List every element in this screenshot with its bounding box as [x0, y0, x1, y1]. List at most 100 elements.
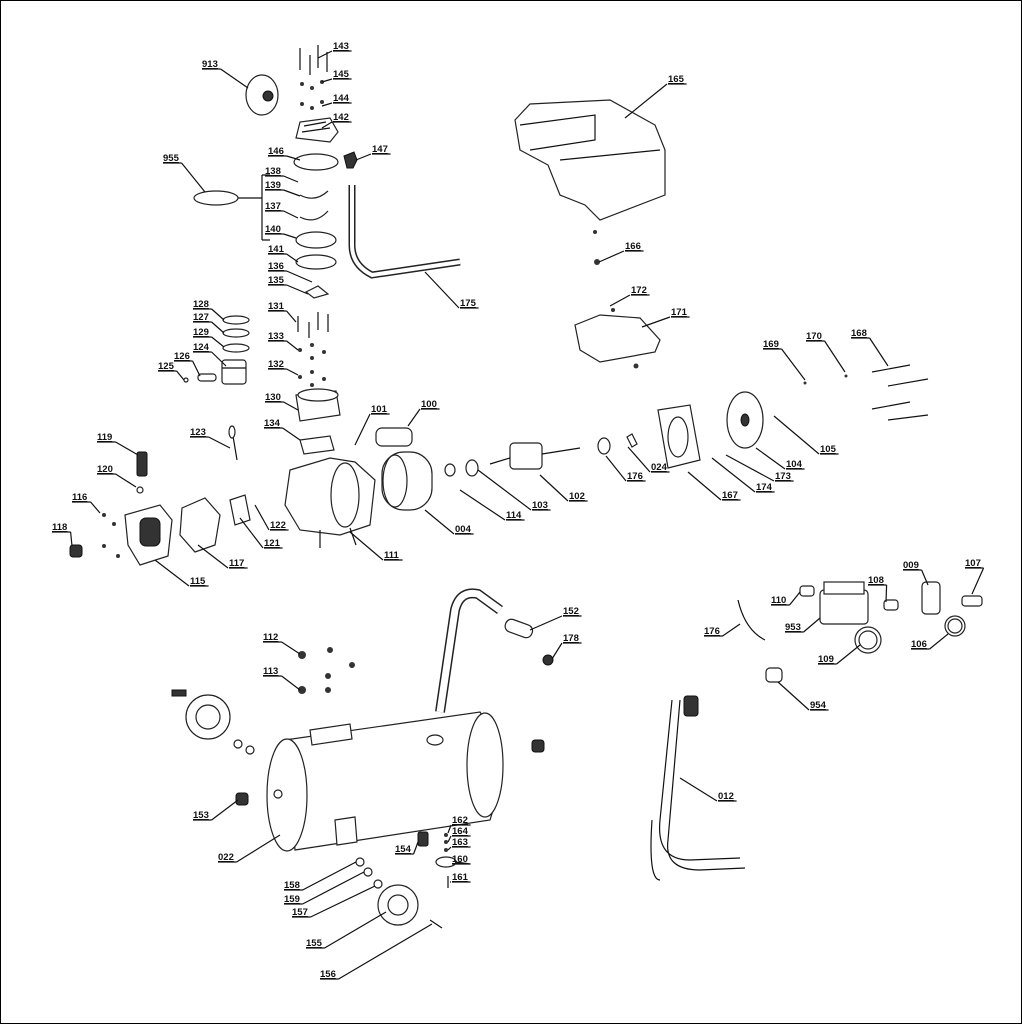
leader-line-147 — [355, 153, 391, 161]
part-103-114-bearings — [444, 459, 479, 477]
leader-line-113 — [263, 675, 301, 691]
leader-line-102 — [539, 474, 588, 502]
leader-line-156 — [320, 923, 433, 980]
part-156-axle-bolt — [429, 919, 443, 929]
part-label-127: 127 — [193, 312, 209, 323]
part-145-144-washers — [300, 80, 324, 110]
leader-line-135 — [268, 284, 309, 295]
leader-line-107 — [965, 567, 985, 595]
leader-line-162 — [447, 824, 471, 834]
part-label-155: 155 — [306, 938, 323, 949]
part-154-drain — [417, 831, 429, 847]
leader-line-954 — [777, 681, 829, 711]
part-102-rotor — [489, 442, 581, 470]
part-121-bracket — [229, 494, 251, 526]
part-165-shroud — [514, 99, 666, 221]
leader-line-953 — [785, 617, 821, 633]
part-111-crankcase — [284, 457, 376, 548]
leader-line-024 — [627, 446, 670, 473]
part-label-166: 166 — [625, 241, 641, 252]
part-130-cylinder — [295, 388, 341, 422]
part-label-105: 105 — [820, 444, 837, 455]
part-label-135: 135 — [268, 275, 285, 286]
leader-line-143 — [317, 50, 352, 59]
part-label-146: 146 — [268, 146, 284, 157]
leader-line-160 — [452, 861, 471, 865]
part-123-dipstick — [228, 425, 238, 461]
leader-line-105 — [773, 415, 839, 455]
part-label-152: 152 — [563, 606, 579, 617]
part-label-009: 009 — [903, 560, 919, 571]
leader-line-158 — [284, 861, 357, 891]
part-label-113: 113 — [263, 666, 278, 677]
part-label-147: 147 — [372, 144, 388, 155]
part-131-bolts — [297, 312, 329, 338]
leader-line-112 — [263, 641, 301, 655]
part-label-162: 162 — [452, 815, 468, 826]
leader-line-165 — [624, 83, 687, 119]
part-label-154: 154 — [395, 844, 412, 855]
part-label-145: 145 — [333, 69, 350, 80]
part-label-955: 955 — [163, 153, 180, 164]
part-label-115: 115 — [190, 576, 206, 587]
part-wheel-rear — [171, 689, 255, 755]
part-label-133: 133 — [268, 331, 284, 342]
part-label-125: 125 — [158, 361, 175, 372]
part-label-106: 106 — [911, 639, 927, 650]
part-label-954: 954 — [810, 700, 827, 711]
part-label-913: 913 — [202, 59, 218, 70]
leader-line-175 — [424, 271, 479, 309]
part-label-024: 024 — [651, 462, 668, 473]
leader-line-114 — [459, 489, 525, 521]
part-119-filter-plug — [136, 451, 148, 477]
part-009-regulator — [921, 581, 941, 615]
leader-line-022 — [218, 834, 281, 863]
leader-line-123 — [190, 436, 231, 449]
part-004-stator — [381, 451, 433, 511]
part-110-fitting — [799, 585, 815, 597]
leader-line-142 — [321, 121, 352, 129]
part-label-171: 171 — [671, 307, 688, 318]
leader-line-132 — [268, 368, 299, 376]
part-label-953: 953 — [785, 622, 801, 633]
part-label-143: 143 — [333, 41, 349, 52]
part-label-107: 107 — [965, 558, 981, 569]
leader-line-130 — [265, 401, 299, 411]
part-label-157: 157 — [292, 907, 308, 918]
part-label-134: 134 — [264, 418, 281, 429]
leader-line-117 — [197, 544, 248, 569]
part-label-168: 168 — [851, 328, 867, 339]
leader-line-173 — [725, 454, 794, 482]
part-label-022: 022 — [218, 852, 234, 863]
leader-line-121 — [239, 517, 283, 549]
part-label-119: 119 — [97, 432, 112, 443]
part-134-gasket — [299, 435, 335, 455]
part-label-139: 139 — [265, 180, 281, 191]
part-100-capacitor — [375, 427, 413, 447]
leader-line-131 — [268, 310, 297, 323]
part-label-132: 132 — [268, 359, 284, 370]
part-139-137-reeds — [299, 190, 329, 221]
part-label-108: 108 — [868, 575, 884, 586]
leader-line-145 — [321, 78, 352, 83]
part-label-163: 163 — [452, 837, 468, 848]
leader-line-155 — [306, 911, 387, 949]
part-label-173: 173 — [775, 471, 791, 482]
part-label-124: 124 — [193, 342, 210, 353]
part-104-fan — [726, 391, 764, 449]
part-label-167: 167 — [722, 490, 738, 501]
leader-line-012 — [679, 777, 737, 802]
part-label-100: 100 — [421, 399, 437, 410]
leader-line-120 — [97, 473, 137, 488]
part-label-101: 101 — [371, 404, 388, 415]
part-label-170: 170 — [806, 331, 822, 342]
leader-line-167 — [687, 471, 741, 501]
leader-line-140 — [265, 233, 297, 239]
leader-line-141 — [268, 253, 299, 263]
leader-line-146 — [268, 155, 301, 161]
part-label-160: 160 — [452, 854, 468, 865]
leader-line-133 — [268, 340, 299, 351]
part-label-178: 178 — [563, 633, 579, 644]
leader-line-106 — [911, 633, 949, 650]
part-label-136: 136 — [268, 261, 284, 272]
